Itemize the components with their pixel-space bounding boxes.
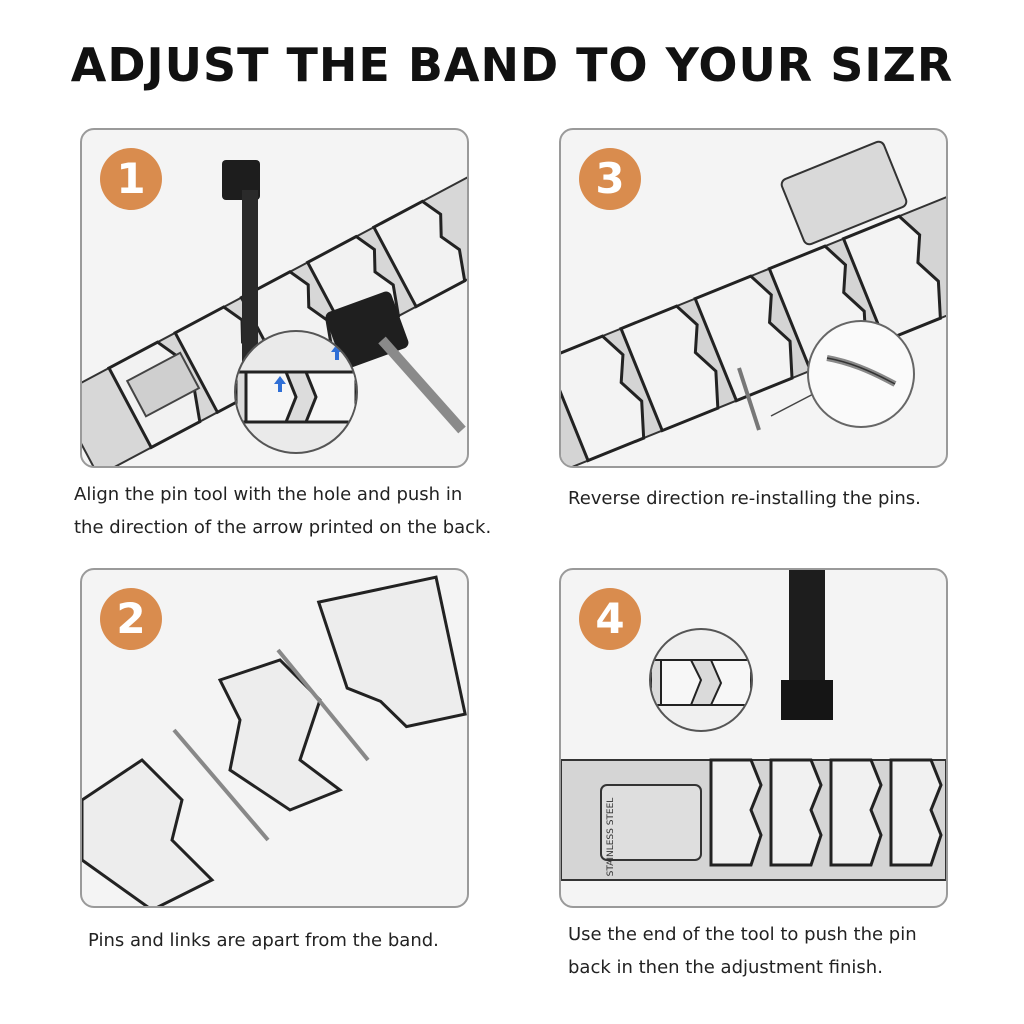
step-3-badge: 3 bbox=[579, 148, 641, 210]
zoom-circle-icon bbox=[234, 330, 358, 454]
watch-band-icon bbox=[561, 570, 946, 881]
step-3-panel: 3 bbox=[559, 128, 948, 468]
zoom-circle-icon bbox=[807, 320, 915, 428]
arrow-icon bbox=[274, 344, 343, 392]
pin-icon bbox=[172, 648, 370, 842]
step-4-badge: 4 bbox=[579, 588, 641, 650]
step-1-panel: 1 bbox=[80, 128, 469, 468]
step-3-caption-line1: Reverse direction re-installing the pins… bbox=[568, 488, 921, 509]
step-2-caption: Pins and links are apart from the band. bbox=[88, 924, 528, 957]
step-3-caption: Reverse direction re-installing the pins… bbox=[568, 482, 1008, 515]
step-4-caption: Use the end of the tool to push the pin … bbox=[568, 918, 1008, 984]
step-1-caption: Align the pin tool with the hole and pus… bbox=[74, 478, 514, 544]
page-title: ADJUST THE BAND TO YOUR SIZR bbox=[70, 38, 954, 92]
clasp-text: STAINLESS STEEL bbox=[606, 797, 616, 877]
step-1-caption-line1: Align the pin tool with the hole and pus… bbox=[74, 484, 463, 505]
zoom-circle-icon bbox=[649, 628, 753, 732]
step-2-panel: 2 bbox=[80, 568, 469, 908]
step-4-caption-line2: back in then the adjustment finish. bbox=[568, 957, 883, 978]
step-2-badge: 2 bbox=[100, 588, 162, 650]
watch-band-icon bbox=[82, 575, 467, 906]
step-2-caption-line1: Pins and links are apart from the band. bbox=[88, 930, 439, 951]
step-4-caption-line1: Use the end of the tool to push the pin bbox=[568, 924, 917, 945]
step-4-panel: 4 STAINLESS STEEL bbox=[559, 568, 948, 908]
pin-tool-icon bbox=[222, 160, 466, 434]
pin-tool-icon bbox=[781, 570, 833, 720]
step-1-badge: 1 bbox=[100, 148, 162, 210]
step-1-caption-line2: the direction of the arrow printed on th… bbox=[74, 517, 492, 538]
